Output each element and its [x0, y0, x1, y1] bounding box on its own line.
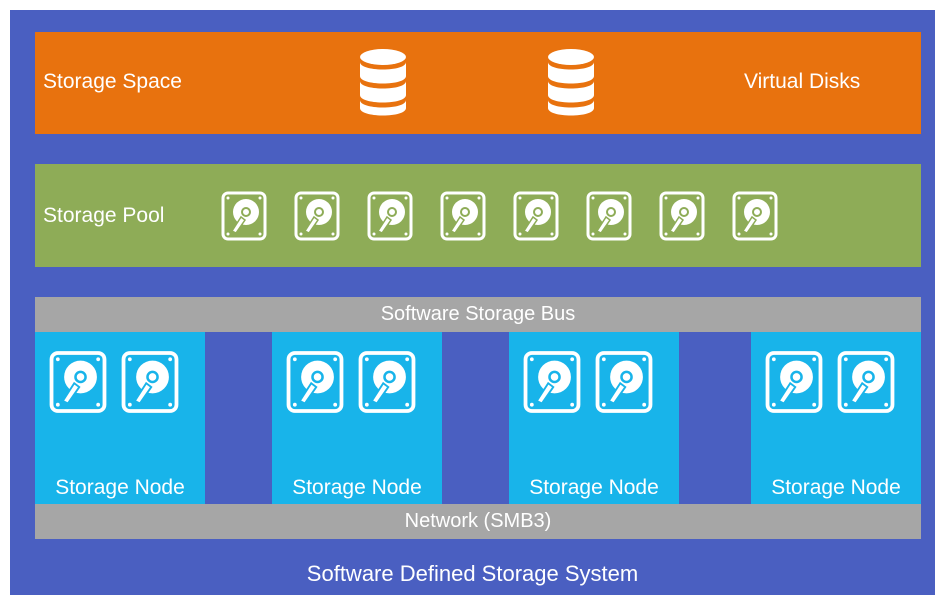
hard-disk-icon [732, 191, 778, 241]
storage-node: Storage Node [35, 332, 205, 504]
hard-disk-icon [221, 191, 267, 241]
hard-disk-icon [286, 347, 344, 417]
hard-disk-icon [49, 347, 107, 417]
hard-disk-icon [294, 191, 340, 241]
node-disks [523, 347, 653, 417]
hard-disk-icon [358, 347, 416, 417]
hard-disk-icon [837, 347, 895, 417]
hard-disk-icon [523, 347, 581, 417]
node-disks [49, 347, 179, 417]
storage-node-label: Storage Node [55, 476, 185, 499]
storage-pool-label: Storage Pool [43, 204, 165, 227]
storage-node-label: Storage Node [292, 476, 422, 499]
database-icon [358, 48, 408, 116]
diagram-canvas: Storage Space Virtual Disks Storage Pool… [10, 10, 935, 595]
storage-node-label: Storage Node [771, 476, 901, 499]
network-smb3-bar: Network (SMB3) [35, 504, 921, 539]
storage-space-label: Storage Space [43, 70, 182, 93]
storage-node: Storage Node [509, 332, 679, 504]
hard-disk-icon [513, 191, 559, 241]
database-icon [546, 48, 596, 116]
diagram-title: Software Defined Storage System [306, 561, 639, 586]
hard-disk-icon [586, 191, 632, 241]
virtual-disks-label: Virtual Disks [744, 70, 861, 93]
hard-disk-icon [765, 347, 823, 417]
software-storage-bus: Software Storage Bus [35, 297, 921, 332]
hard-disk-icon [367, 191, 413, 241]
node-disks [286, 347, 416, 417]
storage-pool-disks [221, 191, 778, 241]
storage-node: Storage Node [751, 332, 921, 504]
hard-disk-icon [659, 191, 705, 241]
storage-space-layer: Storage Space Virtual Disks [35, 32, 921, 134]
storage-node: Storage Node [272, 332, 442, 504]
hard-disk-icon [440, 191, 486, 241]
storage-pool-layer: Storage Pool [35, 164, 921, 267]
hard-disk-icon [595, 347, 653, 417]
node-disks [765, 347, 895, 417]
storage-node-label: Storage Node [529, 476, 659, 499]
hard-disk-icon [121, 347, 179, 417]
